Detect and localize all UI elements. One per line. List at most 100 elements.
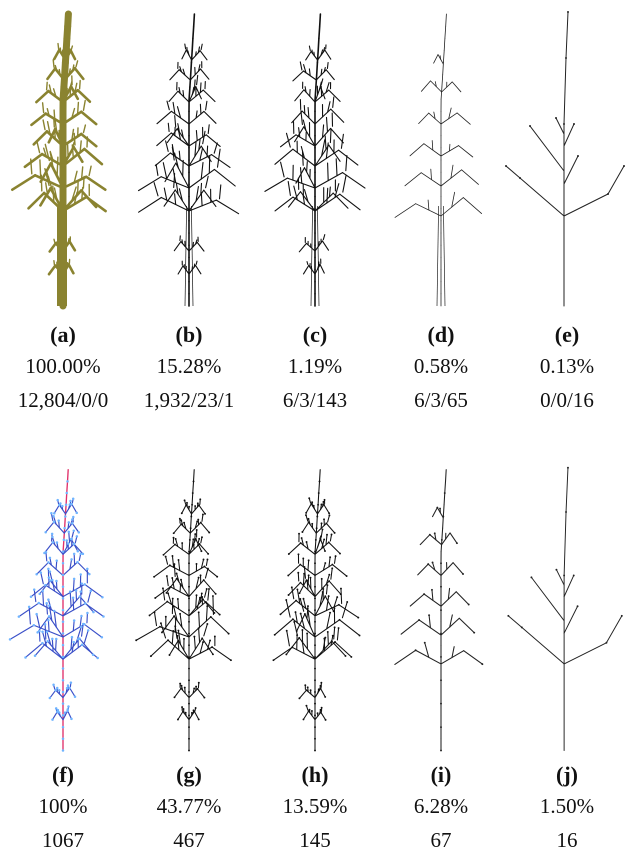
tree-node bbox=[175, 577, 178, 580]
branch-segment bbox=[274, 618, 294, 636]
tree-node bbox=[433, 532, 436, 535]
branch-segment bbox=[161, 615, 175, 633]
branch-segment bbox=[162, 587, 166, 601]
tree-node bbox=[53, 512, 56, 515]
branch-segment bbox=[73, 170, 78, 184]
branch-segment bbox=[563, 123, 575, 147]
tree-node bbox=[324, 636, 327, 639]
tree-node bbox=[305, 704, 308, 707]
branch-segment bbox=[449, 143, 451, 152]
tree-node bbox=[162, 553, 165, 556]
tree-node bbox=[61, 714, 65, 717]
tree-node bbox=[314, 609, 316, 612]
branch-segment bbox=[325, 116, 329, 133]
branch-segment bbox=[165, 140, 169, 152]
branch-segment bbox=[177, 598, 180, 610]
tree-node bbox=[309, 689, 312, 692]
tree-node bbox=[80, 643, 84, 647]
branch-segment bbox=[54, 120, 58, 134]
branch-segment bbox=[74, 82, 78, 94]
tree-node bbox=[183, 521, 186, 524]
tree-node bbox=[287, 574, 290, 577]
branch-segment bbox=[319, 538, 326, 552]
tree-node bbox=[205, 588, 208, 590]
branch-segment bbox=[203, 565, 218, 578]
branch-segment bbox=[76, 561, 90, 575]
branch-segment bbox=[529, 125, 565, 172]
branch-segment bbox=[461, 169, 479, 185]
branch-segment bbox=[213, 168, 236, 187]
tree-node bbox=[181, 542, 184, 545]
branch-segment bbox=[287, 191, 302, 208]
tree-node bbox=[333, 607, 336, 610]
trunk-segment bbox=[314, 86, 317, 100]
tree-node bbox=[58, 689, 61, 692]
branch-segment bbox=[156, 132, 172, 147]
branch-segment bbox=[196, 74, 199, 86]
tree-node bbox=[80, 614, 83, 618]
branch-segment bbox=[180, 519, 184, 527]
branch-segment bbox=[318, 81, 322, 91]
branch-segment bbox=[328, 541, 341, 555]
branch-segment bbox=[69, 558, 73, 570]
branch-segment bbox=[67, 263, 75, 275]
tree-node bbox=[179, 612, 182, 615]
branch-segment bbox=[172, 168, 177, 184]
branch-segment bbox=[193, 79, 196, 91]
branch-segment bbox=[203, 579, 217, 595]
tree-nodes bbox=[505, 11, 625, 195]
tree-node bbox=[198, 543, 201, 545]
tree-node bbox=[161, 587, 164, 590]
branch-segment bbox=[338, 619, 361, 636]
tree-node bbox=[189, 527, 192, 530]
branch-segment bbox=[205, 558, 208, 566]
tree-node bbox=[206, 605, 209, 608]
branch-segment bbox=[327, 162, 329, 182]
tree-node bbox=[55, 686, 59, 690]
tree-node bbox=[204, 600, 207, 603]
tree-node bbox=[96, 656, 99, 660]
tree-node bbox=[337, 627, 340, 630]
branch-segment bbox=[328, 556, 331, 568]
branch-segment bbox=[33, 624, 64, 638]
branch-segment bbox=[418, 112, 430, 124]
top-row: (a) 100.00% 12,804/0/0 (b) 15.28% 1,932/… bbox=[11, 10, 625, 412]
tree-node bbox=[216, 575, 219, 578]
branch-segment bbox=[9, 624, 35, 640]
panel-percentage: 13.59% bbox=[282, 794, 348, 818]
tree-node bbox=[318, 480, 321, 483]
tree-node bbox=[197, 718, 200, 721]
tree-node bbox=[36, 631, 39, 634]
tree-node bbox=[440, 749, 442, 752]
tree-node bbox=[192, 543, 195, 546]
tree-node bbox=[46, 639, 49, 643]
tree-node bbox=[193, 635, 196, 638]
branch-segment bbox=[335, 158, 338, 177]
tree-node bbox=[66, 480, 69, 483]
tree-node bbox=[320, 503, 323, 506]
branch-segment bbox=[47, 127, 57, 144]
branch-segment bbox=[156, 110, 172, 125]
tree-node bbox=[188, 749, 190, 752]
tree-node bbox=[481, 663, 484, 666]
tree-node bbox=[336, 596, 339, 599]
branch-segment bbox=[206, 639, 211, 651]
trunk-segment bbox=[188, 539, 191, 553]
branch-segment bbox=[178, 188, 183, 202]
branch-segment bbox=[194, 141, 197, 157]
tree-node bbox=[295, 599, 298, 602]
branch-segment bbox=[200, 558, 205, 569]
tree-node bbox=[306, 686, 309, 689]
tree-node bbox=[38, 629, 41, 633]
tree-branches bbox=[272, 469, 361, 751]
branch-segment bbox=[135, 626, 161, 641]
tree-node bbox=[505, 165, 507, 167]
branch-segment bbox=[400, 619, 420, 635]
tree-branches bbox=[505, 11, 625, 307]
branch-segment bbox=[530, 576, 565, 622]
tree-node bbox=[70, 558, 73, 561]
trunk-segment bbox=[442, 62, 444, 76]
branch-segment bbox=[448, 107, 452, 120]
tree-node bbox=[83, 623, 86, 626]
branch-segment bbox=[198, 138, 201, 151]
